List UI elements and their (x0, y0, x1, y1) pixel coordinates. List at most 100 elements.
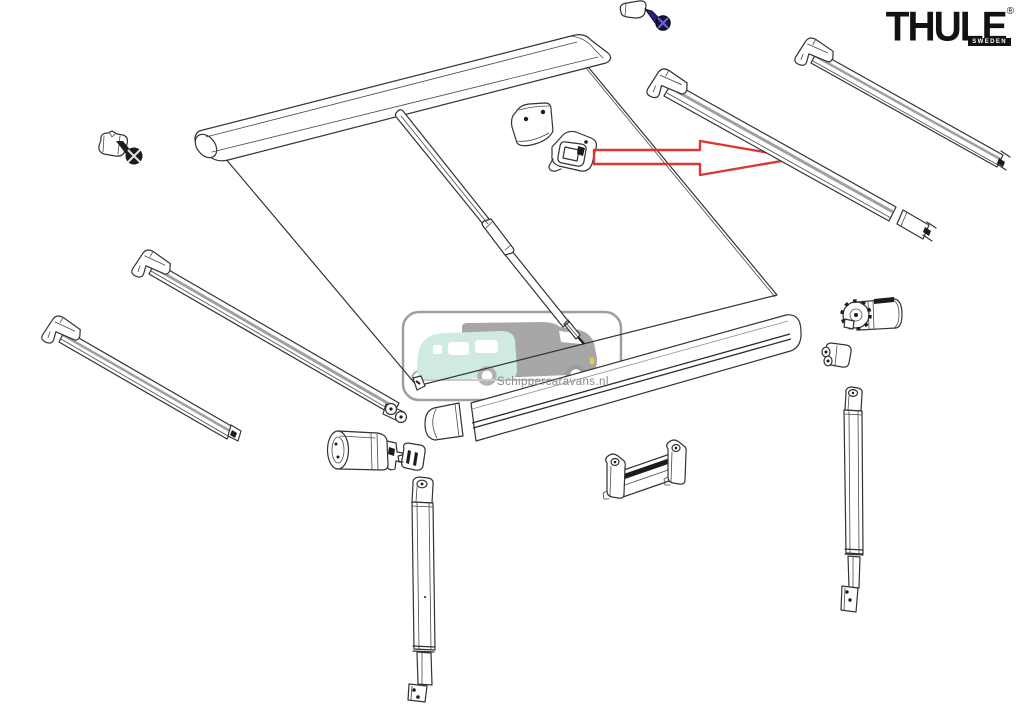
end-cap (194, 133, 218, 159)
face-dot-b (336, 455, 340, 459)
phillips-cross-icon (127, 149, 141, 163)
body-line (834, 345, 838, 367)
boss-dot-b (826, 359, 830, 363)
cap-outline (98, 130, 129, 157)
lobe-dot-a (389, 407, 393, 411)
inner-tube (416, 651, 433, 686)
right-post-lines (663, 451, 673, 486)
slots (406, 450, 418, 466)
tube (470, 314, 802, 442)
details (205, 35, 604, 153)
stripe (668, 85, 894, 214)
lobe-dot-b (399, 415, 403, 419)
gear-end-cap (840, 297, 903, 331)
phillips-cross-icon (657, 17, 669, 29)
foot-dot-a (412, 688, 416, 692)
foot-dot-a (845, 590, 849, 594)
fork-notch (923, 227, 931, 236)
mid-line (618, 468, 672, 488)
stripe (152, 265, 397, 410)
tension-rafter (394, 109, 585, 345)
gear-teeth (840, 299, 872, 331)
fork-notch (230, 430, 237, 438)
bracket-dot (851, 391, 855, 395)
end-pin (577, 336, 585, 345)
connector-block (821, 342, 852, 368)
sleeve (481, 218, 515, 256)
gear-drive-unit (326, 430, 404, 471)
edge-line (60, 338, 229, 437)
right-support-arm (840, 386, 864, 613)
outline (400, 442, 426, 471)
stripe (62, 333, 231, 433)
dark-band (618, 458, 671, 481)
fork-notch (997, 158, 1005, 167)
end-face (326, 430, 350, 470)
cap-outline (619, 0, 647, 19)
sleeve-seam (900, 211, 908, 227)
foot-flap (548, 158, 562, 172)
right-post-dot (674, 446, 678, 450)
clamp-block (397, 442, 426, 471)
cap-details (102, 131, 121, 155)
lock-bracket (548, 130, 598, 172)
awning-fabric-fill (225, 62, 777, 386)
face-dot-a (334, 442, 338, 446)
inner-tube (847, 555, 861, 589)
foot-line (843, 587, 846, 611)
screw-dot-right (540, 109, 546, 115)
details (400, 115, 579, 338)
lower-seams (412, 645, 436, 653)
gear-face-inner (849, 308, 863, 322)
motorhome-headlight (589, 357, 595, 365)
support-rail-right-lower (644, 65, 937, 242)
end-fork (922, 221, 937, 242)
step (397, 454, 404, 463)
caravan-wheel (477, 366, 497, 386)
gear-center-dot (854, 313, 858, 317)
support-rail-left-upper (129, 246, 408, 424)
foot-dot-b (848, 598, 852, 602)
body (337, 430, 389, 471)
mount-flange (386, 440, 404, 471)
cap-details (624, 3, 627, 17)
foot-dot-b (416, 695, 420, 699)
cap-with-blue-screw (619, 0, 671, 31)
screw-dot-left (523, 116, 529, 122)
end-cap-lines (432, 403, 460, 439)
foot-line (410, 685, 413, 701)
support-rail-left-lower (39, 312, 242, 442)
end-fork (996, 150, 1011, 171)
callout-arrow (592, 139, 801, 177)
edge-line (812, 60, 999, 166)
double-post-bracket (602, 439, 687, 500)
tube (843, 409, 864, 555)
seams (339, 432, 379, 471)
case-profile (194, 34, 612, 162)
hem-line (585, 67, 776, 298)
left-post-dot (613, 460, 617, 464)
tube-lines (843, 395, 863, 555)
details (515, 105, 550, 142)
side-peg (843, 318, 855, 330)
support-rail-right-upper (792, 34, 1011, 171)
registered-trademark-icon: ® (1006, 6, 1014, 17)
end-face-inner (331, 436, 345, 464)
thule-logo: THULE ® SWEDEN (886, 6, 1014, 48)
caravan-window-right (475, 340, 498, 353)
groove-lines (471, 333, 792, 429)
caravan-window-small (433, 345, 442, 354)
inner-hole (562, 146, 580, 162)
tube-dot (424, 596, 426, 598)
latch-pin (577, 146, 585, 156)
boss-dot-a (824, 350, 828, 354)
bracket-dot (420, 482, 424, 486)
end-cap-with-screw (98, 130, 143, 165)
flange-slot (388, 447, 395, 456)
lead-rail (424, 314, 802, 442)
edge-line (150, 270, 395, 413)
left-support-arm (407, 476, 436, 703)
pivot-dot (584, 140, 588, 144)
left-post-lines (602, 465, 612, 500)
